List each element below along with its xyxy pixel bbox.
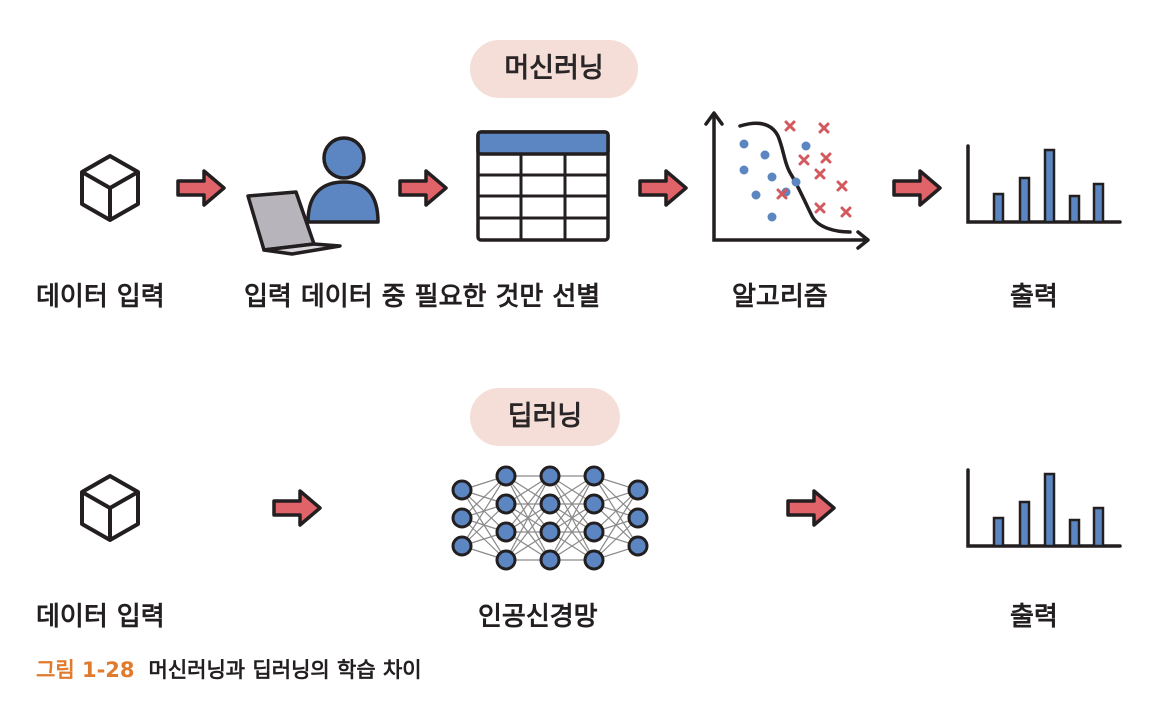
network-node <box>583 521 605 543</box>
label-output: 출력 <box>1010 602 1058 632</box>
network-node <box>495 549 517 571</box>
bar-chart-icon <box>966 468 1122 548</box>
network-node <box>627 507 649 529</box>
network-node <box>451 507 473 529</box>
network-node <box>451 479 473 501</box>
network-node <box>539 521 561 543</box>
label-neural-network: 인공신경망 <box>478 602 598 632</box>
cube-icon <box>80 474 140 542</box>
network-connections <box>461 475 639 561</box>
machine-learning-title: 머신러닝 <box>470 40 638 98</box>
network-node <box>583 493 605 515</box>
arrow-right-icon <box>638 169 688 207</box>
network-node <box>451 535 473 557</box>
network-node <box>583 465 605 487</box>
network-node <box>495 493 517 515</box>
bar-chart-icon <box>966 144 1122 224</box>
person-laptop-icon <box>246 136 380 256</box>
label-select-data: 입력 데이터 중 필요한 것만 선별 <box>244 282 601 312</box>
table-icon <box>476 130 610 242</box>
network-node <box>583 549 605 571</box>
arrow-right-icon <box>892 169 942 207</box>
network-node <box>495 521 517 543</box>
deep-learning-title: 딥러닝 <box>470 388 620 446</box>
network-node <box>539 493 561 515</box>
network-node <box>539 465 561 487</box>
label-data-input: 데이터 입력 <box>36 602 165 632</box>
neural-network-icon <box>451 465 649 571</box>
network-node <box>495 465 517 487</box>
arrow-right-icon <box>176 169 226 207</box>
arrow-right-icon <box>786 489 836 527</box>
figure-number: 그림 1-28 <box>36 658 135 682</box>
network-node <box>627 479 649 501</box>
arrow-right-icon <box>398 169 448 207</box>
figure-caption: 그림 1-28 머신러닝과 딥러닝의 학습 차이 <box>36 654 422 684</box>
cube-icon <box>80 154 140 222</box>
network-node <box>627 535 649 557</box>
figure-caption-text: 머신러닝과 딥러닝의 학습 차이 <box>148 658 422 682</box>
label-output: 출력 <box>1010 282 1058 312</box>
scatter-plot-icon <box>704 111 870 250</box>
label-data-input: 데이터 입력 <box>36 282 165 312</box>
label-algorithm: 알고리즘 <box>732 282 828 312</box>
arrow-right-icon <box>272 489 322 527</box>
network-node <box>539 549 561 571</box>
